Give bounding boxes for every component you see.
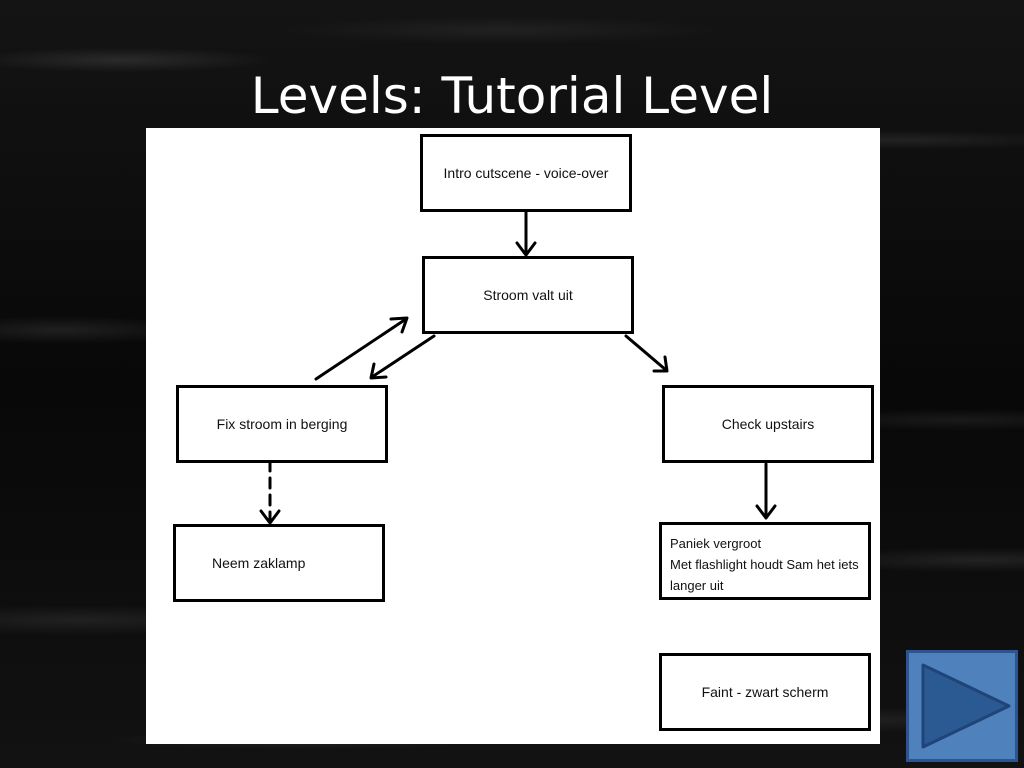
edge-stroom-check-head xyxy=(652,355,669,373)
node-faint: Faint - zwart scherm xyxy=(659,653,871,731)
node-check-label: Check upstairs xyxy=(721,416,815,432)
node-fix-stroom: Fix stroom in berging xyxy=(176,385,388,463)
node-check-upstairs: Check upstairs xyxy=(662,385,874,463)
node-fix-label: Fix stroom in berging xyxy=(216,416,348,432)
edge-stroom-fix xyxy=(370,334,436,379)
diagram-canvas: Intro cutscene - voice-over Stroom valt … xyxy=(146,128,880,744)
edge-stroom-check xyxy=(624,334,668,372)
node-paniek-vergroot: Paniek vergroot Met flashlight houdt Sam… xyxy=(659,522,871,600)
node-stroom-label: Stroom valt uit xyxy=(483,287,573,303)
edge-check-paniek-head xyxy=(755,504,777,520)
edge-stroom-fix-head xyxy=(369,362,388,380)
edge-fix-zaklamp-head xyxy=(259,509,281,525)
node-intro-cutscene: Intro cutscene - voice-over xyxy=(420,134,632,212)
slide-title: Levels: Tutorial Level xyxy=(250,67,774,125)
node-faint-label: Faint - zwart scherm xyxy=(701,684,829,700)
edge-intro-stroom-head xyxy=(515,241,537,257)
next-slide-button[interactable] xyxy=(906,650,1018,762)
node-zaklamp-label: Neem zaklamp xyxy=(212,555,306,571)
play-triangle-icon xyxy=(921,663,1011,749)
edge-fix-stroom-head xyxy=(389,316,409,334)
node-neem-zaklamp: Neem zaklamp xyxy=(173,524,385,602)
edge-fix-stroom xyxy=(314,317,408,381)
node-paniek-label: Paniek vergroot Met flashlight houdt Sam… xyxy=(670,536,859,593)
node-stroom-valt-uit: Stroom valt uit xyxy=(422,256,634,334)
diagram-edges xyxy=(181,210,777,546)
node-intro-label: Intro cutscene - voice-over xyxy=(443,165,609,181)
